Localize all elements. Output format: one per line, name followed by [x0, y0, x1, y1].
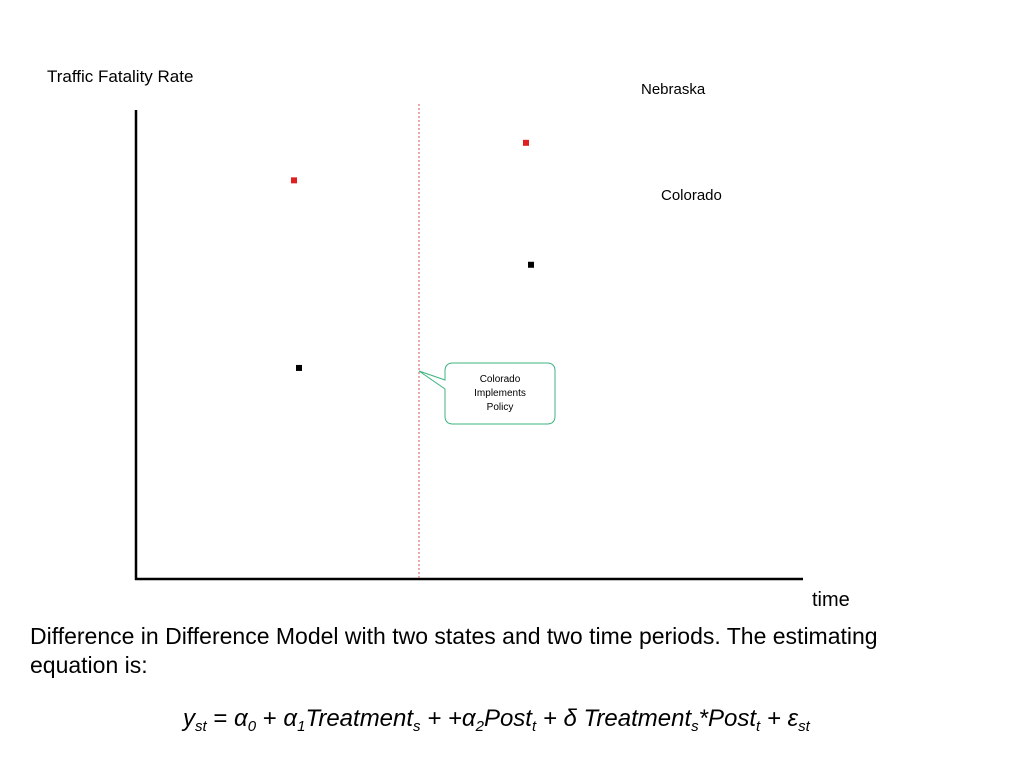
- eq-y: y: [183, 705, 195, 732]
- eq-star: *: [698, 705, 708, 732]
- estimating-equation: yst = α0 + α1Treatments + +α2Postt + δ T…: [183, 705, 810, 735]
- policy-callout-shape: [418, 362, 556, 425]
- eq-post: Post: [483, 705, 532, 732]
- eq-alpha2-sub: 2: [475, 718, 484, 735]
- eq-alpha1: α: [283, 705, 298, 732]
- eq-alpha2: α: [461, 705, 476, 732]
- eq-treatment-2: Treatment: [583, 705, 692, 732]
- eq-epsilon: ε: [787, 705, 799, 732]
- eq-epsilon-sub: st: [798, 718, 810, 735]
- eq-treatment-2-sub: s: [691, 718, 699, 735]
- point-colorado-pre: [296, 364, 302, 371]
- eq-treatment-sub: s: [413, 718, 421, 735]
- point-colorado-post: [528, 261, 534, 268]
- eq-y-sub: st: [195, 718, 207, 735]
- series-label-colorado: Colorado: [661, 187, 722, 204]
- policy-callout-text: Colorado Implements Policy: [474, 373, 526, 413]
- eq-treatment: Treatment: [305, 705, 414, 732]
- eq-alpha1-sub: 1: [297, 718, 306, 735]
- caption: Difference in Difference Model with two …: [30, 623, 878, 678]
- eq-plus-4: +: [760, 705, 788, 732]
- eq-delta: δ: [563, 705, 584, 732]
- eq-alpha0: α: [234, 705, 248, 732]
- eq-plus-3: +: [536, 705, 564, 732]
- point-nebraska-post: [523, 139, 529, 146]
- eq-post-2: Post: [707, 705, 756, 732]
- y-axis-label: Traffic Fatality Rate: [47, 67, 194, 86]
- eq-post-sub: t: [531, 718, 537, 735]
- x-axis-label: time: [812, 589, 850, 611]
- eq-equals: =: [206, 705, 235, 732]
- series-label-nebraska: Nebraska: [641, 81, 706, 98]
- eq-plus-1: +: [256, 705, 284, 732]
- point-nebraska-pre: [291, 177, 297, 184]
- eq-alpha0-sub: 0: [247, 718, 257, 735]
- eq-plus-2: + +: [420, 705, 462, 732]
- eq-post-2-sub: t: [756, 718, 761, 735]
